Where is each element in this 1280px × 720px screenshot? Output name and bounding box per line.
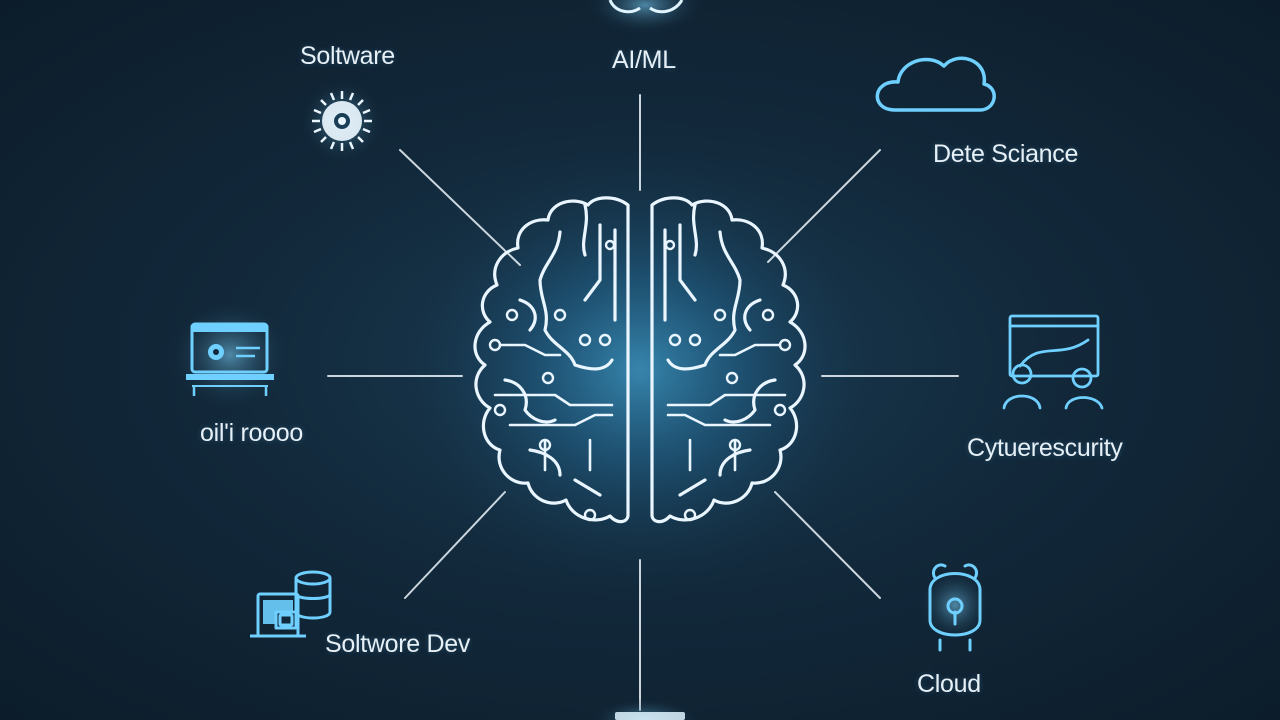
- brain-circuit-icon: [473, 196, 807, 524]
- gear-icon: [300, 79, 384, 163]
- cloud-icon: [875, 56, 996, 112]
- head-lock-icon: [919, 563, 991, 652]
- spoke-bottom-right: [774, 491, 881, 599]
- spoke-bottom-left: [404, 491, 506, 599]
- node-label-software: Soltware: [300, 42, 395, 70]
- node-label-cloud: Cloud: [917, 670, 981, 698]
- spoke-top-right: [767, 149, 881, 263]
- browser-users-icon: [1002, 314, 1104, 410]
- spoke-lines: [327, 94, 959, 711]
- ai-ml-icon: [585, 0, 705, 35]
- spoke-top-left: [399, 149, 521, 266]
- node-label-data-science: Dete Sciance: [933, 140, 1079, 168]
- bottom-node-icon: [590, 698, 700, 720]
- server-database-icon: [250, 570, 332, 638]
- node-label-cybersecurity: Cytuerescurity: [967, 434, 1123, 462]
- brain-glow: [390, 140, 890, 600]
- node-label-top: AI/ML: [612, 46, 676, 74]
- monitor-icon: [170, 300, 290, 410]
- node-label-software-dev: Soltwore Dev: [325, 630, 471, 658]
- node-label-left: oil'i roooo: [200, 419, 303, 447]
